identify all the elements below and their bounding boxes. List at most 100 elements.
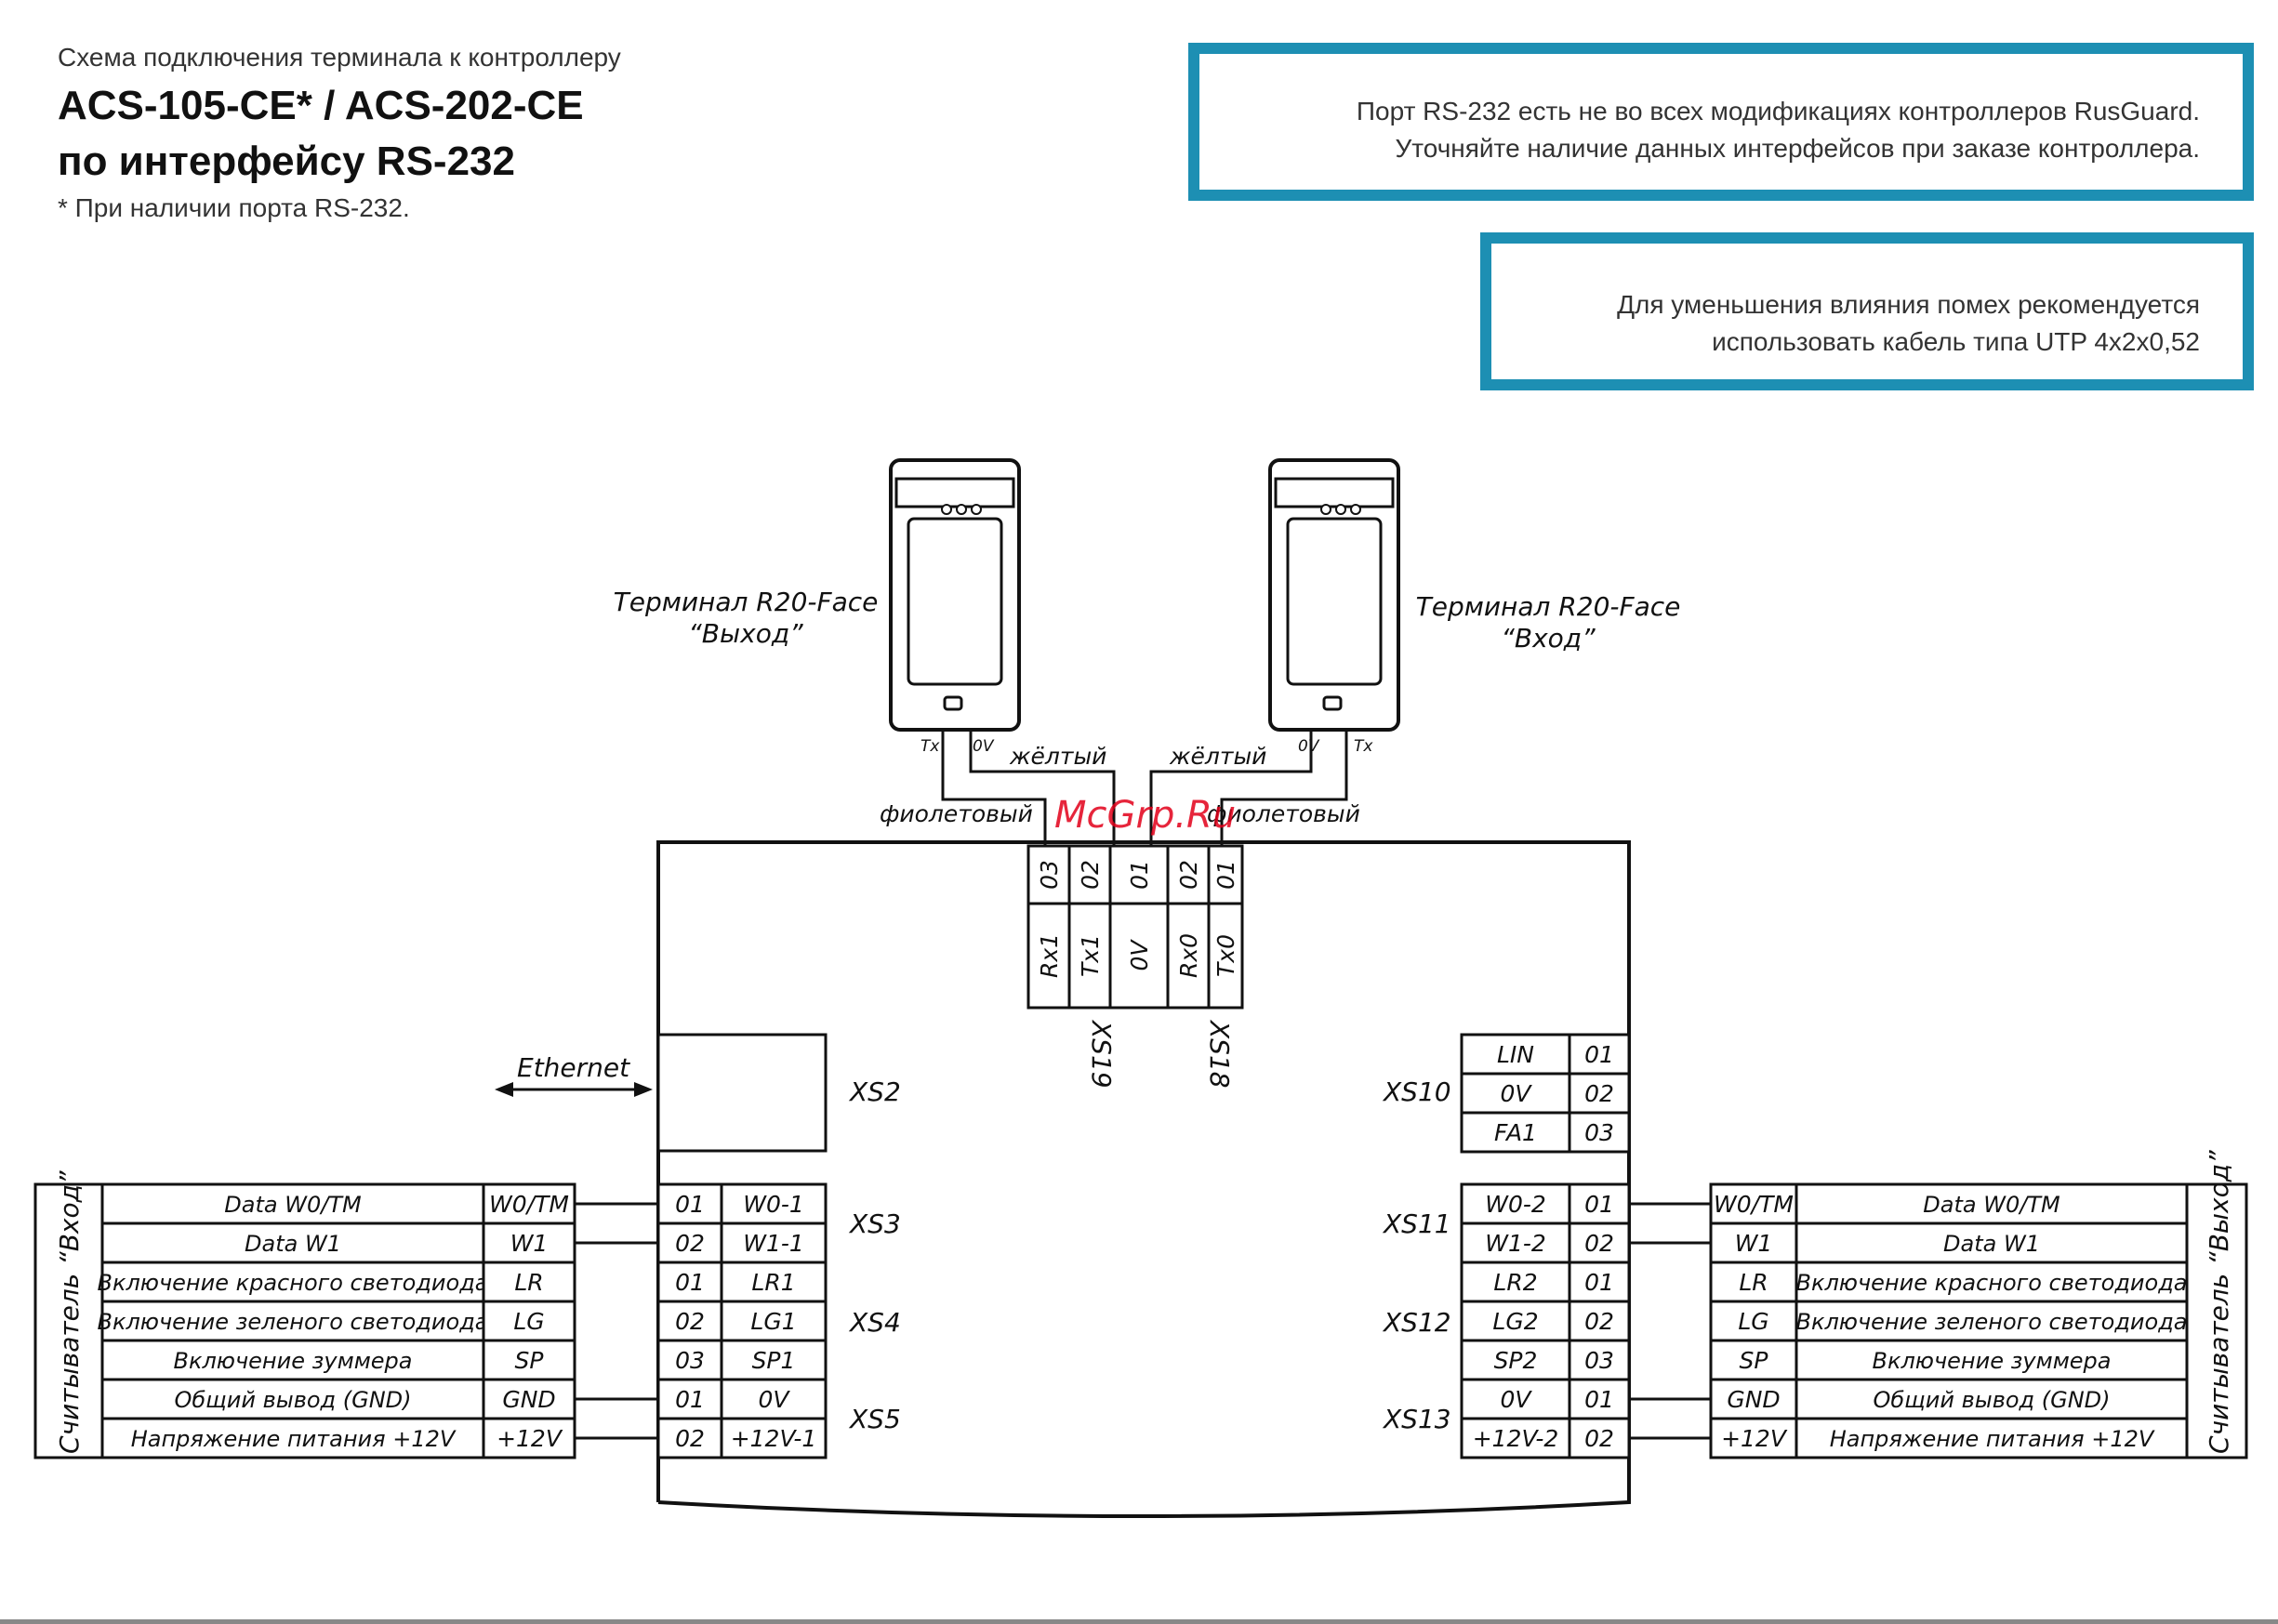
left-reader-desc-1: Data W1 [245, 1231, 341, 1257]
left-reader-pin-6: +12V [497, 1425, 563, 1452]
right-reader-desc-2-cell [1795, 1261, 2189, 1303]
rs232-pin-3-cell [1166, 844, 1211, 905]
left-reader-desc-2: Включение красного светодиода [97, 1270, 488, 1296]
left-reader-desc-3: Включение зеленого светодиода [97, 1309, 488, 1335]
wire-label-yellow-left: жёлтый [1009, 743, 1106, 770]
right-reader-desc-6: Напряжение питания +12V [1830, 1426, 2155, 1452]
left-ctrl-signal-2-cell [720, 1261, 828, 1303]
note2-line1: Для уменьшения влияния помех рекомендует… [1617, 290, 2200, 319]
left-ctrl-signal-2: LR1 [751, 1269, 795, 1296]
rs232-pin-4: 01 [1212, 860, 1239, 890]
right-reader-desc-1: Data W1 [1943, 1231, 2040, 1257]
page-subtitle: Схема подключения терминала к контроллер… [58, 43, 621, 72]
left-pin-0v: 0V [973, 737, 995, 756]
left-reader-desc-0: Data W0/TM [224, 1192, 362, 1218]
right-ctrl-pin-5: 01 [1584, 1386, 1614, 1413]
left-ctrl-signal-5-cell [720, 1378, 828, 1420]
page-title: ACS-105-CE* / ACS-202-CE по интерфейсу R… [58, 78, 621, 190]
xs5-label: XS5 [848, 1404, 901, 1434]
left-ctrl-signal-4: SP1 [752, 1347, 796, 1374]
right-reader-desc-0: Data W0/TM [1923, 1192, 2060, 1218]
right-pin-tx: Tx [1354, 737, 1373, 756]
left-ctrl-signal-6-cell [720, 1417, 828, 1459]
rs232-signal-3: Rx0 [1175, 933, 1202, 978]
right-pin-0v: 0V [1298, 737, 1320, 756]
right-reader-pin-4: SP [1740, 1347, 1769, 1374]
rs232-pin-4-cell [1207, 844, 1244, 905]
right-ctrl-pin-6: 02 [1584, 1425, 1614, 1452]
wire-label-yellow-right: жёлтый [1169, 743, 1266, 770]
left-reader-desc-5: Общий вывод (GND) [174, 1387, 411, 1413]
xs10-signal-0: LIN [1497, 1041, 1534, 1068]
bottom-rule [0, 1619, 2278, 1624]
right-ctrl-signal-0: W0-2 [1485, 1191, 1546, 1218]
right-ctrl-pin-1: 02 [1584, 1230, 1614, 1257]
left-reader-desc-4-cell [100, 1339, 485, 1381]
left-reader-pin-1: W1 [510, 1230, 549, 1257]
left-ctrl-pin-3-cell [656, 1300, 723, 1342]
header: Схема подключения терминала к контроллер… [58, 43, 621, 223]
left-reader-desc-1-cell [100, 1221, 485, 1264]
right-reader-desc-3: Включение зеленого светодиода [1795, 1309, 2187, 1335]
ethernet-arrow-left-head [495, 1082, 513, 1097]
left-ctrl-pin-6: 02 [675, 1425, 705, 1452]
left-ctrl-signal-1-cell [720, 1221, 828, 1264]
xs10-signal-2: FA1 [1494, 1119, 1537, 1146]
note2-line2: использовать кабель типа UTP 4x2x0,52 [1712, 327, 2200, 356]
left-reader-pin-0: W0/TM [489, 1191, 569, 1218]
title-line-2: по интерфейсу RS-232 [58, 139, 515, 184]
left-ctrl-signal-6: +12V-1 [731, 1425, 817, 1452]
rs232-signal-2: 0V [1126, 939, 1153, 971]
left-ctrl-signal-3: LG1 [750, 1308, 796, 1335]
left-ctrl-signal-5: 0V [758, 1386, 790, 1413]
left-ctrl-pin-3: 02 [675, 1308, 705, 1335]
left-ctrl-signal-3-cell [720, 1300, 828, 1342]
left-reader-desc-6: Напряжение питания +12V [131, 1426, 457, 1452]
left-reader-pin-2-cell [482, 1261, 576, 1303]
xs3-label: XS3 [848, 1208, 901, 1239]
right-reader-pin-0: W0/TM [1714, 1191, 1794, 1218]
xs10-pin-2: 03 [1584, 1119, 1614, 1146]
right-reader-desc-1-cell [1795, 1221, 2189, 1264]
left-ctrl-pin-5: 01 [675, 1386, 705, 1413]
xs10-pin-0: 01 [1584, 1041, 1614, 1068]
left-ctrl-signal-1: W1-1 [743, 1230, 804, 1257]
right-reader-title-cell [2185, 1182, 2248, 1459]
rs232-pin-3: 02 [1175, 860, 1202, 890]
right-ctrl-pin-0: 01 [1584, 1191, 1614, 1218]
terminal-left [889, 458, 1021, 732]
right-ctrl-signal-2: LR2 [1493, 1269, 1537, 1296]
right-ctrl-pin-2: 01 [1584, 1269, 1614, 1296]
left-reader-desc-4: Включение зуммера [173, 1348, 412, 1374]
wire-label-violet-left: фиолетовый [880, 800, 1033, 827]
right-ctrl-signal-5: 0V [1500, 1386, 1532, 1413]
terminal-left-name: Терминал R20-Face [614, 587, 879, 617]
left-reader-pin-5: GND [502, 1386, 555, 1413]
left-ctrl-signal-4-cell [720, 1339, 828, 1381]
rs232-pin-2: 01 [1126, 860, 1153, 890]
xs10-pin-2-cell [1568, 1111, 1631, 1154]
xs10-pin-1-cell [1568, 1072, 1631, 1115]
xs2-label: XS2 [848, 1076, 901, 1107]
right-reader-desc-2: Включение красного светодиода [1795, 1270, 2187, 1296]
watermark: McGrp.Ru [1054, 794, 1236, 837]
left-reader-pin-2: LR [514, 1269, 543, 1296]
xs10-pin-1: 02 [1584, 1080, 1614, 1107]
rs232-signal-3-cell [1166, 902, 1211, 1010]
right-reader-pin-5: GND [1727, 1386, 1780, 1413]
note1-line1: Порт RS-232 есть не во всех модификациях… [1356, 97, 2200, 125]
right-ctrl-signal-5-cell [1460, 1378, 1571, 1420]
left-reader-desc-2-cell [100, 1261, 485, 1303]
reader-wires [575, 1202, 1711, 1440]
terminal-right-role: “Вход” [1501, 623, 1596, 654]
right-ctrl-signal-6-cell [1460, 1417, 1571, 1459]
left-reader-desc-5-cell [100, 1378, 485, 1420]
right-reader-pin-6: +12V [1721, 1425, 1788, 1452]
left-reader-title: Считыватель “Вход” [54, 1170, 85, 1454]
rs232-signal-0: Rx1 [1036, 933, 1063, 978]
